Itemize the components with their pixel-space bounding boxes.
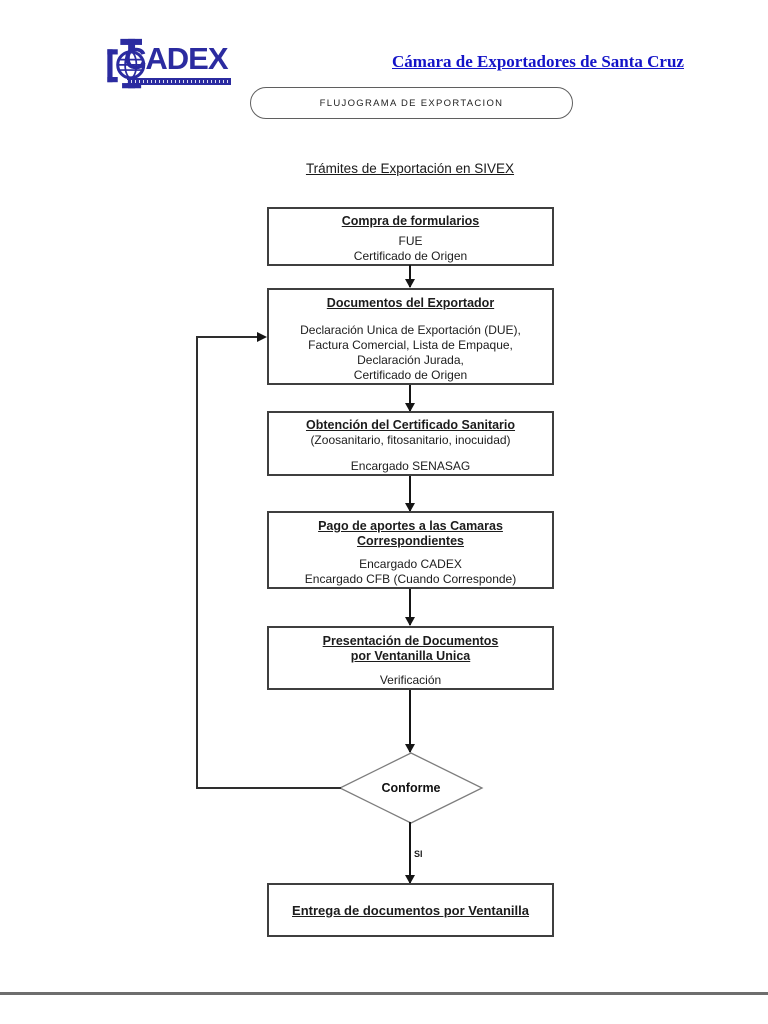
cadex-globe-derrick-icon xyxy=(107,38,146,89)
feedback-line-bottom xyxy=(196,787,341,789)
box-line: Encargado CFB (Cuando Corresponde) xyxy=(304,572,517,586)
diamond-shape xyxy=(338,752,484,824)
branch-yes-label: SI xyxy=(414,849,423,859)
box-pago-aportes: Pago de aportes a las Camaras Correspond… xyxy=(267,511,554,589)
org-title-link[interactable]: Cámara de Exportadores de Santa Cruz xyxy=(392,52,684,71)
box-line: Encargado SENASAG xyxy=(350,459,471,473)
feedback-line-top xyxy=(196,336,258,338)
box-title: Compra de formularios xyxy=(341,214,480,228)
flowchart-banner: FLUJOGRAMA DE EXPORTACION xyxy=(250,87,573,119)
box-line: Certificado de Origen xyxy=(353,368,468,382)
feedback-arrow-head xyxy=(257,332,267,342)
box-line: FUE xyxy=(398,234,423,248)
box-presentacion-documentos: Presentación de Documentos por Ventanill… xyxy=(267,626,554,690)
diagram-title: Trámites de Exportación en SIVEX xyxy=(305,161,515,176)
logo-wordmark: CADEX xyxy=(124,41,229,76)
box-certificado-sanitario: Obtención del Certificado Sanitario (Zoo… xyxy=(267,411,554,476)
box-entrega-documentos: Entrega de documentos por Ventanilla xyxy=(267,883,554,937)
box-line: Certificado de Origen xyxy=(353,249,468,263)
arrow-down-5 xyxy=(409,690,411,752)
decision-conforme: Conforme xyxy=(337,751,485,825)
box-line: Verificación xyxy=(379,673,442,687)
box-title-line: Presentación de Documentos xyxy=(322,634,499,648)
box-title-line: Pago de aportes a las Camaras xyxy=(318,519,503,533)
arrow-down-3 xyxy=(409,476,411,511)
arrow-down-2 xyxy=(409,385,411,411)
box-title: Documentos del Exportador xyxy=(326,296,495,310)
box-title-line: Correspondientes xyxy=(357,534,464,548)
box-line: Declaración Unica de Exportación (DUE), xyxy=(300,323,521,337)
box-documentos-exportador: Documentos del Exportador Declaración Un… xyxy=(267,288,554,385)
final-box-title: Entrega de documentos por Ventanilla xyxy=(292,902,529,918)
box-title-line: por Ventanilla Unica xyxy=(350,649,471,663)
box-compra-formularios: Compra de formularios FUE Certificado de… xyxy=(267,207,554,266)
box-subtitle: (Zoosanitario, fitosanitario, inocuidad) xyxy=(310,433,511,447)
banner-label: FLUJOGRAMA DE EXPORTACION xyxy=(319,97,504,109)
box-line: Factura Comercial, Lista de Empaque, xyxy=(308,338,513,352)
decision-label: Conforme xyxy=(381,781,441,795)
cadex-logo: CADEX xyxy=(103,38,253,94)
footer-divider xyxy=(0,992,768,995)
feedback-line-vertical xyxy=(196,337,198,788)
arrow-down-1 xyxy=(409,265,411,287)
arrow-down-si xyxy=(409,822,411,883)
arrow-down-4 xyxy=(409,589,411,625)
logo-tagline-bar xyxy=(127,78,231,85)
box-line: Declaración Jurada, xyxy=(357,353,464,367)
box-line: Encargado CADEX xyxy=(359,557,462,571)
box-title: Obtención del Certificado Sanitario xyxy=(305,418,516,432)
